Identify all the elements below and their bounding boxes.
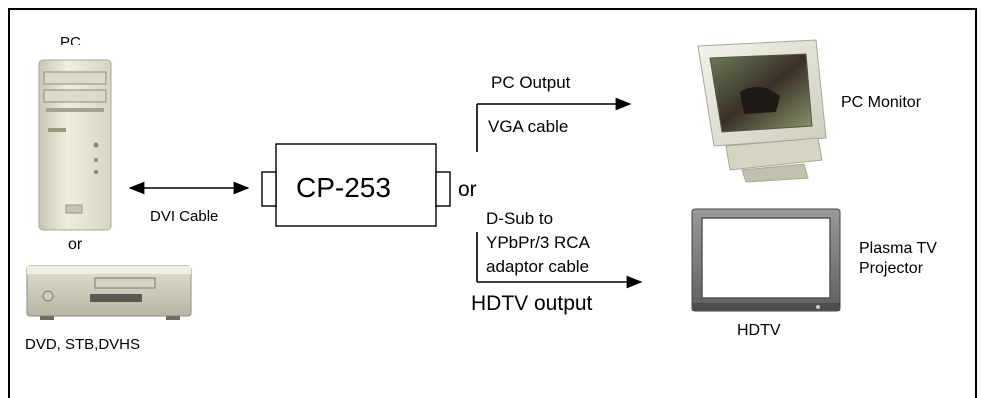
diagram-frame bbox=[8, 8, 977, 398]
dsub-label-line3: adaptor cable bbox=[486, 257, 590, 276]
dvi-cable-label: DVI Cable bbox=[150, 208, 219, 225]
pc-monitor-icon bbox=[697, 39, 827, 183]
cp253-device bbox=[261, 143, 451, 227]
dvd-label: DVD, STB,DVHS bbox=[25, 336, 141, 353]
dsub-label-line1: D-Sub to bbox=[486, 209, 554, 228]
hdtv-icon bbox=[691, 208, 841, 312]
hdtv-output-arrow bbox=[476, 232, 643, 289]
pc-output-label: PC Output bbox=[491, 73, 571, 92]
pc-tower-icon bbox=[38, 59, 112, 231]
dvd-player-icon bbox=[26, 265, 192, 320]
dsub-label-line2: YPbPr/3 RCA bbox=[486, 233, 590, 252]
pc-output-arrow bbox=[476, 97, 632, 152]
or-mid-label: or bbox=[458, 178, 477, 201]
pc-label: PC bbox=[60, 34, 81, 45]
projector-label: Projector bbox=[859, 260, 924, 277]
vga-cable-label: VGA cable bbox=[488, 117, 569, 136]
plasma-tv-label: Plasma TV bbox=[859, 240, 937, 257]
or-left-label: or bbox=[68, 236, 83, 253]
pc-monitor-label: PC Monitor bbox=[841, 94, 922, 111]
cp253-label: CP-253 bbox=[296, 172, 391, 203]
hdtv-output-label: HDTV output bbox=[471, 292, 593, 315]
hdtv-label: HDTV bbox=[737, 322, 781, 339]
